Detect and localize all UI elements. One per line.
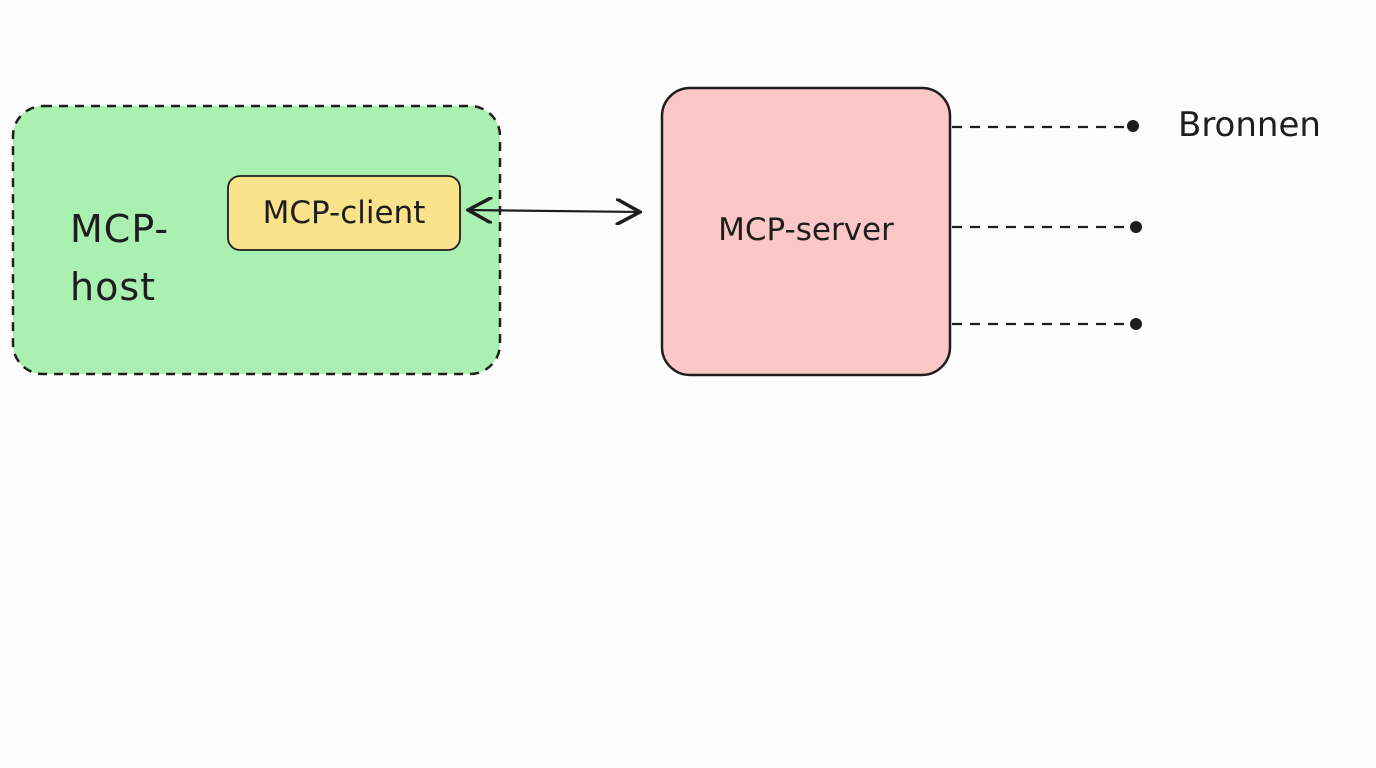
mcp-server-label: MCP-server — [718, 211, 894, 248]
mcp-client-label: MCP-client — [262, 194, 426, 231]
mcp-host-label: MCP- host — [70, 200, 200, 316]
client-server-arrow — [468, 210, 640, 212]
mcp-host-label-line1: MCP- — [70, 207, 170, 251]
source-endpoint-1 — [1127, 120, 1139, 132]
sources-label: Bronnen — [1178, 105, 1321, 145]
mcp-host-label-line2: host — [70, 265, 157, 309]
source-endpoint-2 — [1130, 221, 1142, 233]
mcp-client-box — [227, 175, 461, 251]
source-endpoint-3 — [1130, 318, 1142, 330]
mcp-server-box — [660, 86, 952, 377]
